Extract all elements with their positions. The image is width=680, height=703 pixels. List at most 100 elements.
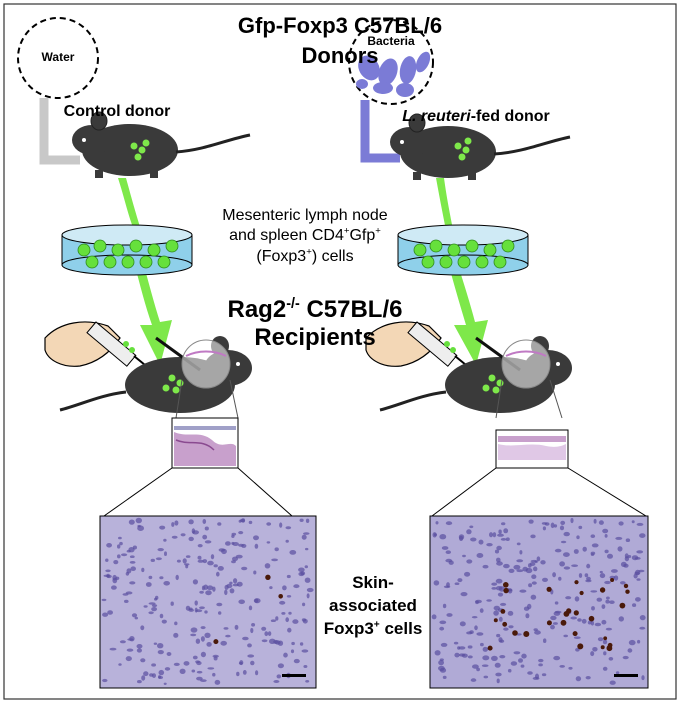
nucleus-dot (527, 671, 533, 675)
nucleus-dot (216, 602, 223, 607)
nucleus-dot (563, 531, 570, 537)
nucleus-dot (563, 566, 571, 570)
nucleus-dot (183, 661, 190, 666)
foxp3-positive-cell (503, 587, 509, 594)
nucleus-dot (298, 571, 305, 577)
nucleus-dot (639, 615, 646, 621)
foxp3-positive-cell (546, 620, 552, 626)
nucleus-dot (476, 632, 484, 636)
nucleus-dot (438, 660, 444, 666)
nucleus-dot (458, 534, 465, 540)
recipients-line-1: Rag2-/- C57BL/6 (190, 296, 440, 323)
nucleus-dot (251, 623, 256, 627)
nucleus-dot (151, 607, 158, 612)
nucleus-dot (543, 638, 547, 643)
left-zoom-line-b (237, 467, 293, 517)
nucleus-dot (271, 558, 278, 562)
nucleus-dot (214, 679, 221, 685)
nucleus-dot (102, 678, 108, 683)
nucleus-dot (242, 670, 247, 675)
nucleus-dot (131, 613, 138, 618)
title-line-1: Gfp-Foxp3 C57BL/6 (237, 13, 443, 38)
nucleus-dot (218, 611, 222, 615)
nucleus-dot (439, 626, 445, 631)
nucleus-dot (624, 553, 629, 559)
nucleus-dot (573, 636, 581, 639)
nucleus-dot (223, 627, 229, 630)
nucleus-dot (111, 585, 117, 590)
nucleus-dot (233, 578, 238, 584)
nucleus-dot (274, 547, 279, 552)
nucleus-dot (530, 534, 536, 539)
nucleus-dot (528, 583, 533, 588)
nucleus-dot (565, 596, 572, 600)
nucleus-dot (221, 548, 227, 555)
foxp3-positive-cell (265, 574, 271, 580)
nucleus-dot (591, 606, 595, 611)
nucleus-dot (508, 568, 515, 574)
nucleus-dot (157, 643, 164, 649)
nucleus-dot (464, 571, 471, 577)
nucleus-dot (586, 563, 591, 569)
nucleus-dot (483, 675, 489, 679)
right-arrow-upper (436, 178, 453, 230)
nucleus-dot (266, 522, 272, 526)
nucleus-dot (247, 654, 255, 658)
nucleus-dot (121, 553, 128, 557)
nucleus-dot (199, 606, 205, 610)
nucleus-dot (513, 651, 521, 655)
reuteri-suffix: -fed donor (470, 108, 550, 125)
nucleus-dot (119, 640, 126, 644)
nucleus-dot (194, 600, 198, 606)
reuteri-species: L. reuteri (402, 108, 471, 125)
nucleus-dot (498, 616, 503, 622)
nucleus-dot (306, 593, 310, 599)
skin-line-1: Skin- (352, 573, 394, 592)
nucleus-dot (442, 603, 447, 609)
foxp3-positive-cell (599, 587, 606, 593)
nucleus-dot (637, 639, 641, 644)
nucleus-dot (195, 638, 201, 644)
nucleus-dot (303, 665, 308, 668)
skin-line-3-sup: + (373, 619, 380, 631)
bacteria-circle (348, 19, 434, 105)
nucleus-dot (560, 540, 567, 544)
nucleus-dot (575, 648, 580, 652)
nucleus-dot (276, 674, 282, 679)
nucleus-dot (590, 553, 595, 556)
recip-sup: -/- (286, 296, 300, 312)
nucleus-dot (559, 665, 565, 668)
nucleus-dot (134, 616, 138, 620)
skin-line-3: Foxp3+ cells (318, 619, 428, 639)
nucleus-dot (625, 538, 631, 542)
nucleus-dot (112, 574, 117, 581)
nucleus-dot (513, 564, 521, 570)
recip-b: C57BL/6 (299, 296, 403, 323)
nucleus-dot (613, 575, 619, 581)
nucleus-dot (164, 667, 171, 671)
nucleus-dot (231, 534, 235, 538)
nucleus-dot (195, 660, 201, 663)
nucleus-dot (143, 605, 148, 608)
nucleus-dot (495, 672, 502, 677)
nucleus-dot (521, 653, 527, 659)
nucleus-dot (582, 546, 587, 552)
nucleus-dot (454, 582, 460, 585)
cells-line-2: and spleen CD4+Gfp+ (190, 226, 420, 245)
nucleus-dot (298, 567, 305, 573)
skin-line-3-a: Foxp3 (323, 619, 374, 638)
nucleus-dot (163, 682, 167, 685)
foxp3-positive-cell (588, 615, 595, 622)
left-micrograph (99, 515, 317, 689)
nucleus-dot (541, 673, 547, 677)
nucleus-dot (204, 632, 211, 638)
nucleus-dot (197, 544, 203, 548)
nucleus-dot (534, 630, 541, 635)
nucleus-dot (299, 518, 304, 522)
nucleus-dot (264, 631, 269, 637)
nucleus-dot (231, 541, 235, 545)
nucleus-dot (269, 586, 273, 590)
nucleus-dot (617, 546, 623, 552)
nucleus-dot (508, 625, 514, 629)
nucleus-dot (503, 563, 510, 569)
